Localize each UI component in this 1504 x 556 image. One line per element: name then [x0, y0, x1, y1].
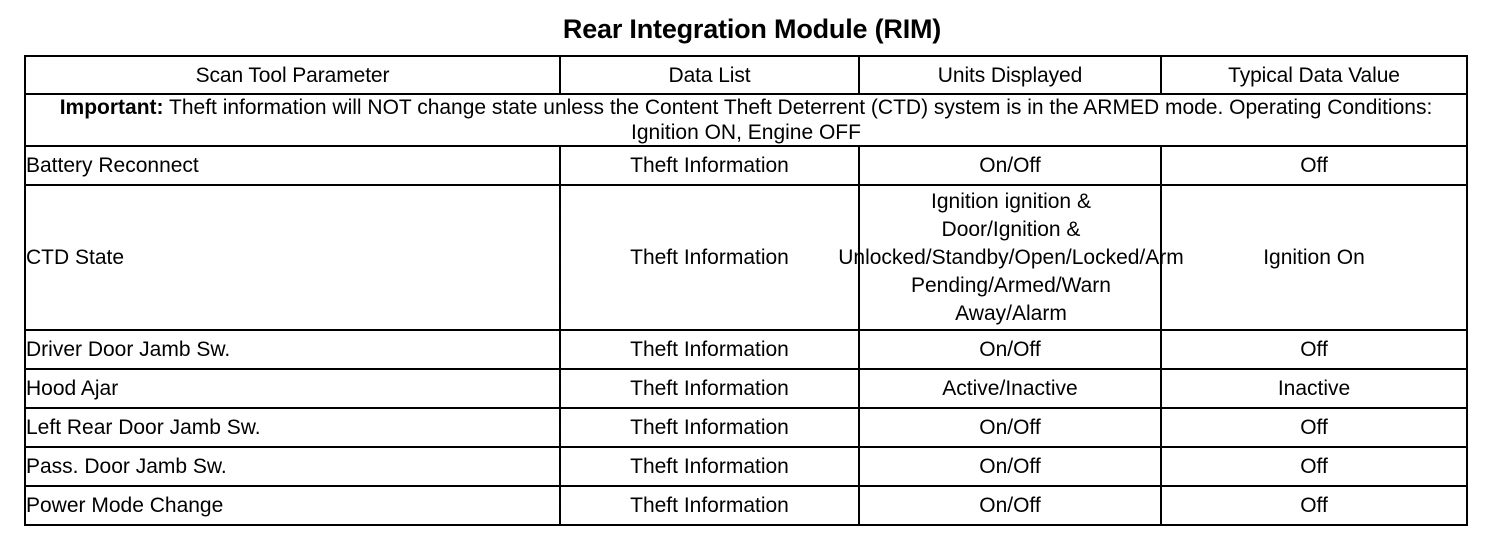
cell-typical-value: Ignition On [1160, 184, 1468, 331]
parameter-table-container: Scan Tool Parameter Data List Units Disp… [24, 55, 1468, 526]
cell-typical-value: Off [1160, 329, 1468, 370]
column-header-typical-data-value: Typical Data Value [1160, 55, 1468, 95]
cell-data-list: Theft Information [559, 485, 860, 526]
cell-units: Active/Inactive [858, 368, 1162, 409]
table-row: Battery Reconnect Theft Information On/O… [24, 145, 1468, 186]
parameter-table: Scan Tool Parameter Data List Units Disp… [24, 55, 1468, 526]
cell-units: On/Off [858, 407, 1162, 448]
table-header-row: Scan Tool Parameter Data List Units Disp… [24, 55, 1468, 95]
units-line: Door/Ignition & [941, 217, 1081, 241]
cell-typical-value: Inactive [1160, 368, 1468, 409]
table-row: Driver Door Jamb Sw. Theft Information O… [24, 329, 1468, 370]
important-note-text: Theft information will NOT change state … [163, 96, 1433, 144]
cell-units: On/Off [858, 485, 1162, 526]
page-title: Rear Integration Module (RIM) [562, 14, 942, 44]
cell-parameter: Battery Reconnect [24, 145, 561, 186]
cell-typical-value: Off [1160, 145, 1468, 186]
cell-units: On/Off [858, 446, 1162, 487]
units-line-stack: Ignition ignition & Door/Ignition & Unlo… [838, 188, 1184, 328]
cell-units: Ignition ignition & Door/Ignition & Unlo… [838, 184, 1184, 331]
cell-units: On/Off [858, 145, 1162, 186]
column-header-units-displayed: Units Displayed [858, 55, 1162, 95]
units-line: Pending/Armed/Warn [911, 273, 1111, 297]
cell-typical-value: Off [1160, 446, 1468, 487]
units-line: Ignition ignition & [931, 189, 1091, 213]
cell-units: On/Off [858, 329, 1162, 370]
cell-parameter: CTD State [24, 184, 561, 331]
table-row: Pass. Door Jamb Sw. Theft Information On… [24, 446, 1468, 487]
cell-data-list: Theft Information [559, 184, 860, 331]
column-header-scan-tool-parameter: Scan Tool Parameter [24, 55, 561, 95]
units-line-overflowing: Unlocked/Standby/Open/Locked/Arm [838, 245, 1184, 269]
cell-data-list: Theft Information [559, 407, 860, 448]
cell-parameter: Power Mode Change [24, 485, 561, 526]
important-note-row: Important: Theft information will NOT ch… [24, 93, 1468, 147]
table-row: Left Rear Door Jamb Sw. Theft Informatio… [24, 407, 1468, 448]
cell-data-list: Theft Information [559, 446, 860, 487]
table-row: CTD State Theft Information Ignition ign… [24, 184, 1468, 331]
cell-data-list: Theft Information [559, 145, 860, 186]
column-header-data-list: Data List [559, 55, 860, 95]
cell-typical-value: Off [1160, 407, 1468, 448]
cell-parameter: Pass. Door Jamb Sw. [24, 446, 561, 487]
cell-typical-value: Off [1160, 485, 1468, 526]
units-line: Away/Alarm [955, 301, 1067, 325]
table-row: Hood Ajar Theft Information Active/Inact… [24, 368, 1468, 409]
cell-data-list: Theft Information [559, 329, 860, 370]
cell-parameter: Hood Ajar [24, 368, 561, 409]
cell-data-list: Theft Information [559, 368, 860, 409]
table-body: Important: Theft information will NOT ch… [24, 93, 1468, 526]
table-header: Scan Tool Parameter Data List Units Disp… [24, 55, 1468, 95]
cell-parameter: Driver Door Jamb Sw. [24, 329, 561, 370]
cell-parameter: Left Rear Door Jamb Sw. [24, 407, 561, 448]
important-note-lead: Important: [59, 96, 164, 119]
important-note-cell: Important: Theft information will NOT ch… [24, 93, 1468, 147]
table-row: Power Mode Change Theft Information On/O… [24, 485, 1468, 526]
